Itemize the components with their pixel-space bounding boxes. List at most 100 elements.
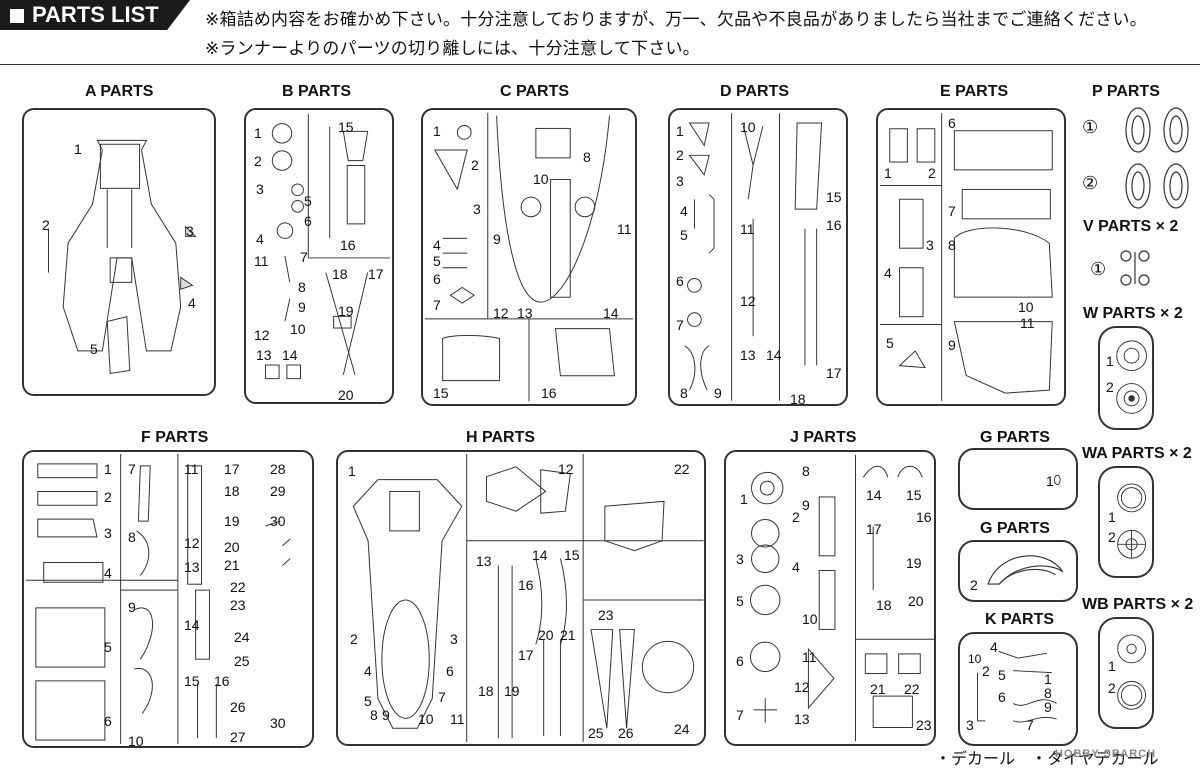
part-label: 2: [42, 217, 50, 233]
b-parts-title: B PARTS: [282, 83, 352, 100]
part-label: 2: [471, 157, 479, 173]
part-label: 8: [128, 529, 136, 545]
part-label: 5: [304, 193, 312, 209]
wa-parts-title: WA PARTS × 2: [1082, 445, 1192, 462]
part-label: 7: [438, 689, 446, 705]
part-label: 30: [270, 715, 286, 731]
part-label: 15: [338, 119, 354, 135]
part-label: 23: [230, 597, 246, 613]
part-label: 5: [886, 335, 894, 351]
part-label: 12: [254, 327, 270, 343]
j-parts-title: J PARTS: [790, 429, 857, 446]
part-label: 11: [1020, 315, 1035, 331]
wb-parts-runner: 1 2: [1098, 617, 1154, 729]
k-parts-drawing: [976, 650, 1057, 723]
part-label: 18: [332, 266, 348, 282]
part-label: 14: [184, 617, 200, 633]
part-label: 9: [298, 299, 306, 315]
part-label: 2: [982, 663, 990, 679]
part-label: 13: [794, 711, 810, 727]
v-parts-title: V PARTS × 2: [1083, 218, 1179, 235]
part-label: 1: [104, 461, 112, 477]
part-label: 20: [338, 387, 354, 403]
c-parts-drawing: [424, 112, 634, 402]
wa-parts-runner: 1 2: [1098, 466, 1154, 578]
part-label: 19: [338, 303, 354, 319]
part-label: 6: [948, 115, 956, 131]
part-label: 1: [1046, 473, 1054, 489]
h-parts-drawing: [352, 453, 704, 743]
part-label: 5: [998, 667, 1006, 683]
part-label: 22: [904, 681, 920, 697]
part-label: 4: [433, 237, 441, 253]
part-label: 3: [256, 181, 264, 197]
part-label: 26: [230, 699, 246, 715]
part-label: 27: [230, 729, 246, 745]
wa-parts-drawing: [1117, 483, 1146, 559]
part-label: 7: [1026, 717, 1034, 733]
part-label: ②: [1082, 173, 1099, 193]
part-label: 6: [433, 271, 441, 287]
part-label: 17: [368, 266, 384, 282]
part-label: 15: [564, 547, 580, 563]
part-label: 2: [1106, 379, 1114, 395]
part-label: 10: [290, 321, 306, 337]
part-label: 9: [948, 337, 956, 353]
part-label: 10: [533, 171, 549, 187]
h-parts-title: H PARTS: [466, 429, 536, 446]
part-label: 1: [254, 125, 262, 141]
part-label: ①: [1090, 259, 1107, 279]
part-label: 20: [224, 539, 240, 555]
w-parts-drawing: [1116, 340, 1147, 414]
part-label: 2: [1108, 529, 1116, 545]
g-parts-runner-2: 2: [958, 540, 1078, 602]
part-label: 6: [676, 273, 684, 289]
part-label: 16: [826, 217, 842, 233]
part-label: 1: [1108, 658, 1116, 674]
part-label: 1: [74, 141, 82, 157]
part-label: 12: [493, 305, 509, 321]
part-label: 17: [224, 461, 240, 477]
j-parts-runner: 1 2 3 4 5 6 7 8 9 10 11 12 13 14 15 16 1…: [724, 450, 936, 746]
part-label: 2: [254, 153, 262, 169]
part-label: 9: [1044, 699, 1052, 715]
part-label: 29: [270, 483, 286, 499]
part-label: 9: [128, 599, 136, 615]
part-label: 12: [794, 679, 810, 695]
part-label: 18: [876, 597, 892, 613]
part-label: 10: [1018, 299, 1034, 315]
part-label: 2: [104, 489, 112, 505]
part-label: 8: [680, 385, 688, 401]
g-parts-title-2: G PARTS: [980, 520, 1050, 537]
part-label: 22: [230, 579, 246, 595]
part-label: 16: [541, 385, 557, 401]
part-label: 19: [504, 683, 520, 699]
d-parts-runner: 1 2 3 4 5 6 7 8 9 10 11 12 13 14 15 16 1…: [668, 108, 848, 406]
e-parts-runner: 6 1 2 3 4 5 7 8 9 10 11: [876, 108, 1066, 406]
header: PARTS LIST ※箱詰め内容をお確かめ下さい。十分注意しておりますが、万一…: [0, 0, 1200, 64]
part-label: 8: [1044, 685, 1052, 701]
f-parts-runner: 1 2 3 4 5 6 7 8 9 10 11 12 13 14 15 16 1…: [22, 450, 314, 748]
part-label: 19: [224, 513, 240, 529]
part-label: 7: [300, 249, 308, 265]
part-label: 26: [618, 725, 634, 741]
part-label: 3: [676, 173, 684, 189]
part-label: 2: [970, 577, 978, 593]
b-parts-drawing: [264, 113, 391, 380]
part-label: 24: [674, 721, 690, 737]
part-label: 4: [792, 559, 800, 575]
d-parts-drawing: [684, 113, 823, 401]
d-parts-title: D PARTS: [720, 83, 790, 100]
note-check-contents: ※箱詰め内容をお確かめ下さい。十分注意しておりますが、万一、欠品や不良品がありま…: [205, 10, 1147, 29]
part-label: 3: [966, 717, 974, 733]
part-label: 30: [270, 513, 286, 529]
part-label: 9: [493, 231, 501, 247]
part-label: 23: [598, 607, 614, 623]
part-label: 17: [826, 365, 842, 381]
e-parts-title: E PARTS: [940, 83, 1009, 100]
f-parts-drawing: [25, 454, 291, 744]
part-label: 18: [224, 483, 240, 499]
part-label: 10: [968, 652, 982, 666]
part-label: 4: [680, 203, 688, 219]
part-label: 14: [532, 547, 548, 563]
